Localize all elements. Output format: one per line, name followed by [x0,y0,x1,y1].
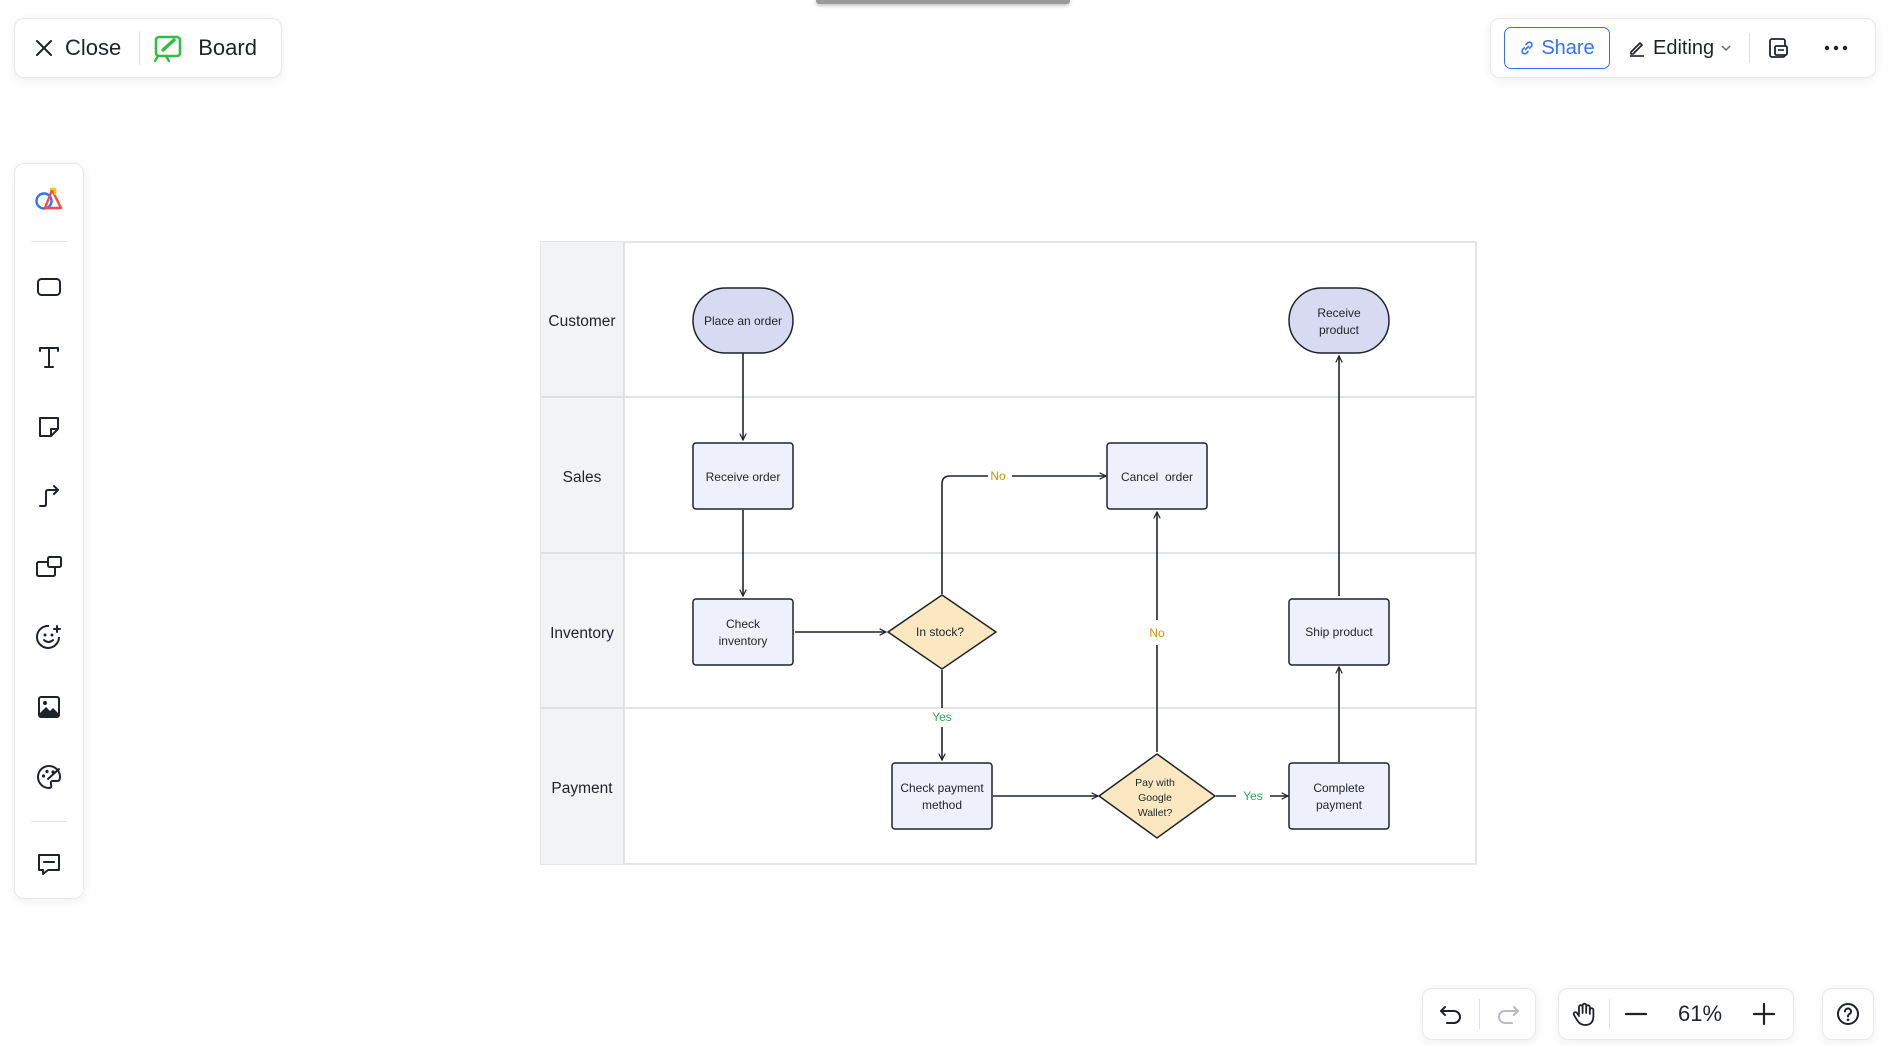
node-label: Complete [1313,781,1365,795]
lane-label-inventory: Inventory [550,625,614,642]
node-label: Receive [1317,306,1361,320]
left-toolbar [14,163,84,899]
edge-label-yes: Yes [1243,789,1263,803]
sticker-icon [35,623,63,651]
comment-icon [36,851,62,877]
chevron-down-icon [1721,44,1731,52]
node-label: product [1319,323,1360,337]
lane-label-payment: Payment [551,780,613,797]
palette-tool-button[interactable] [15,752,83,802]
connector-icon [36,484,62,510]
sticker-tool-button[interactable] [15,612,83,662]
node-label: Ship product [1305,625,1373,639]
divider [139,31,141,65]
board-button[interactable]: Board [154,19,257,77]
shapes-tool-button[interactable] [15,175,83,225]
zoom-out-button[interactable] [1610,989,1662,1039]
rectangle-icon [36,276,62,298]
sticky-note-icon [36,414,62,440]
editing-mode-dropdown[interactable]: Editing [1628,37,1731,60]
help-icon [1836,1002,1860,1026]
share-label: Share [1541,36,1595,59]
shapes-icon [34,186,64,214]
pencil-icon [1628,39,1646,57]
board-icon [154,34,184,62]
node-check-inventory[interactable]: Check inventory [692,598,794,666]
node-place-an-order[interactable]: Place an order [692,287,794,354]
edge-label-yes: Yes [932,710,952,724]
title-panel: Close Board [14,18,282,78]
node-in-stock-decision[interactable]: In stock? [886,594,998,670]
redo-icon [1496,1003,1520,1025]
node-check-payment-method[interactable]: Check payment method [891,762,993,830]
node-cancel-order[interactable]: Cancel order [1106,442,1208,510]
node-label: Google [1138,792,1172,804]
editing-label: Editing [1653,36,1715,59]
node-receive-product[interactable]: Receive product [1288,287,1390,354]
minus-icon [1625,1012,1647,1016]
more-icon [1824,45,1848,51]
node-label: Check [726,617,761,631]
comments-panel-button[interactable] [1752,28,1804,68]
comments-panel-icon [1766,36,1790,60]
node-complete-payment[interactable]: Complete payment [1288,762,1390,830]
palette-icon [35,763,63,791]
node-label: Pay with [1135,777,1175,789]
undo-icon [1439,1003,1463,1025]
lane-label-customer: Customer [548,313,615,330]
more-options-button[interactable] [1810,28,1862,68]
redo-button[interactable] [1480,989,1535,1039]
top-edge-bar [816,0,1070,4]
frame-tool-button[interactable] [15,542,83,592]
zoom-controls: 61% [1558,988,1794,1040]
divider [1609,999,1610,1029]
lane-label-sales: Sales [563,469,602,486]
comment-tool-button[interactable] [15,839,83,889]
node-label: inventory [719,634,768,648]
divider [1479,999,1480,1029]
node-label: Place an order [704,314,782,328]
close-button[interactable]: Close [35,19,121,77]
frame-icon [35,555,63,579]
node-receive-order[interactable]: Receive order [692,442,794,510]
close-label: Close [65,35,122,60]
node-label: payment [1316,798,1363,812]
node-label: Wallet? [1138,807,1173,819]
board-label: Board [198,35,257,60]
node-pay-with-google-wallet-decision[interactable]: Pay with Google Wallet? [1097,753,1217,839]
plus-icon [1753,1003,1775,1025]
divider [31,821,67,822]
text-icon [37,344,61,370]
node-label: In stock? [916,625,964,639]
node-label: Receive order [706,470,781,484]
share-button[interactable]: Share [1504,27,1610,69]
zoom-level[interactable]: 61% [1677,1001,1723,1026]
image-icon [36,694,62,720]
hand-tool-button[interactable] [1559,989,1609,1039]
text-tool-button[interactable] [15,332,83,382]
hand-icon [1571,1001,1597,1027]
undo-button[interactable] [1423,989,1479,1039]
node-label: Check payment [900,781,984,795]
image-tool-button[interactable] [15,682,83,732]
actions-panel: Share Editing [1490,18,1876,78]
sticky-note-tool-button[interactable] [15,402,83,452]
node-ship-product[interactable]: Ship product [1288,598,1390,666]
divider [31,241,67,242]
node-label: Cancel order [1121,470,1193,484]
zoom-in-button[interactable] [1738,989,1790,1039]
edge-label-no: No [990,469,1006,483]
edge-label-no: No [1149,626,1165,640]
help-button[interactable] [1822,988,1874,1040]
node-label: method [922,798,962,812]
connector-tool-button[interactable] [15,472,83,522]
link-icon [1519,40,1535,56]
close-icon [35,39,53,57]
edge-instock-no [941,475,988,594]
rectangle-tool-button[interactable] [15,262,83,312]
divider [1749,33,1751,63]
history-controls [1422,988,1536,1040]
